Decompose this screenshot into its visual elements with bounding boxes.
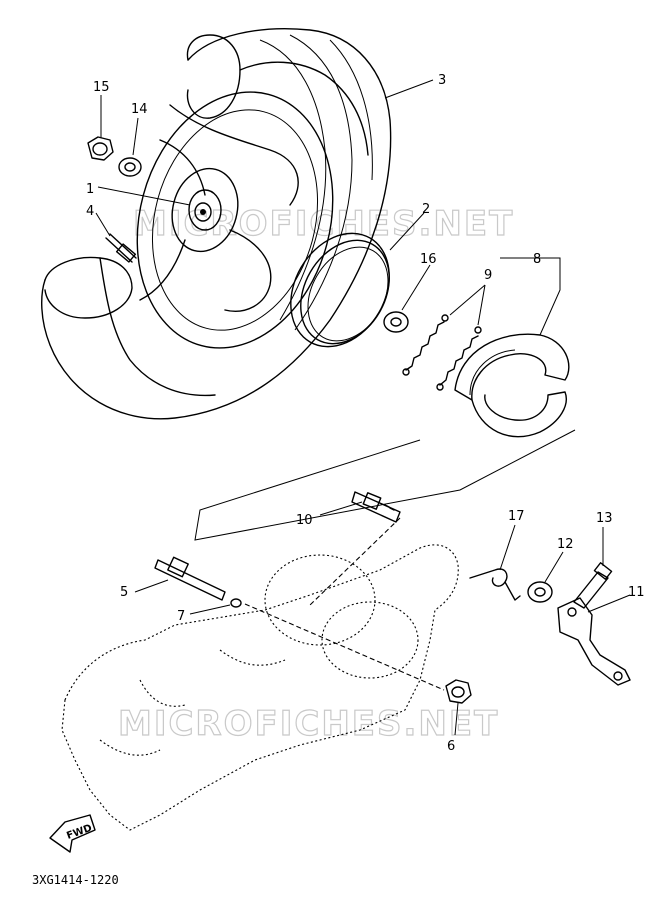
fwd-label: FWD (65, 823, 93, 842)
part-11-lever (557, 597, 631, 686)
callout-4: 4 (86, 204, 94, 219)
part-17-spring (469, 568, 521, 601)
callout-11: 11 (628, 585, 645, 600)
rear-wheel-tire (41, 28, 392, 420)
callout-1: 1 (86, 182, 94, 197)
part-5-shaft (154, 556, 226, 601)
callout-2: 2 (422, 202, 430, 217)
callout-6: 6 (447, 739, 455, 754)
callout-16: 16 (420, 252, 437, 267)
callout-12: 12 (557, 537, 574, 552)
part-15-nut (87, 136, 114, 161)
part-2-seal (290, 232, 390, 348)
part-9-springs (402, 314, 482, 391)
part-8-brake-shoes (454, 333, 570, 438)
assembly-box (194, 429, 576, 541)
part-4-valve (105, 233, 137, 263)
part-6-nut (445, 679, 472, 704)
callout-17: 17 (508, 509, 525, 524)
part-14-washer (118, 157, 142, 177)
callout-14: 14 (131, 102, 148, 117)
callout-13: 13 (596, 511, 613, 526)
callout-15: 15 (93, 80, 110, 95)
callout-7: 7 (177, 609, 185, 624)
fwd-arrow: FWD (49, 814, 96, 853)
callout-3: 3 (438, 73, 446, 88)
callout-10: 10 (296, 513, 313, 528)
part-10-cam (351, 491, 401, 523)
part-7-oring (230, 598, 242, 608)
watermark-top: MICROFICHES.NET (133, 204, 514, 244)
callout-labels: 15 14 1 4 3 2 16 9 8 10 5 7 6 17 12 13 1… (86, 73, 645, 754)
crankcase (61, 544, 459, 831)
callout-5: 5 (120, 585, 128, 600)
callout-8: 8 (533, 252, 541, 267)
callout-9: 9 (484, 268, 492, 283)
watermark-bottom: MICROFICHES.NET (118, 704, 499, 744)
part-16-washer (383, 311, 409, 333)
part-13-bolt (573, 562, 613, 609)
diagram-code: 3XG1414-1220 (32, 873, 119, 887)
leader-lines (95, 79, 631, 736)
part-12-washer (527, 581, 553, 603)
